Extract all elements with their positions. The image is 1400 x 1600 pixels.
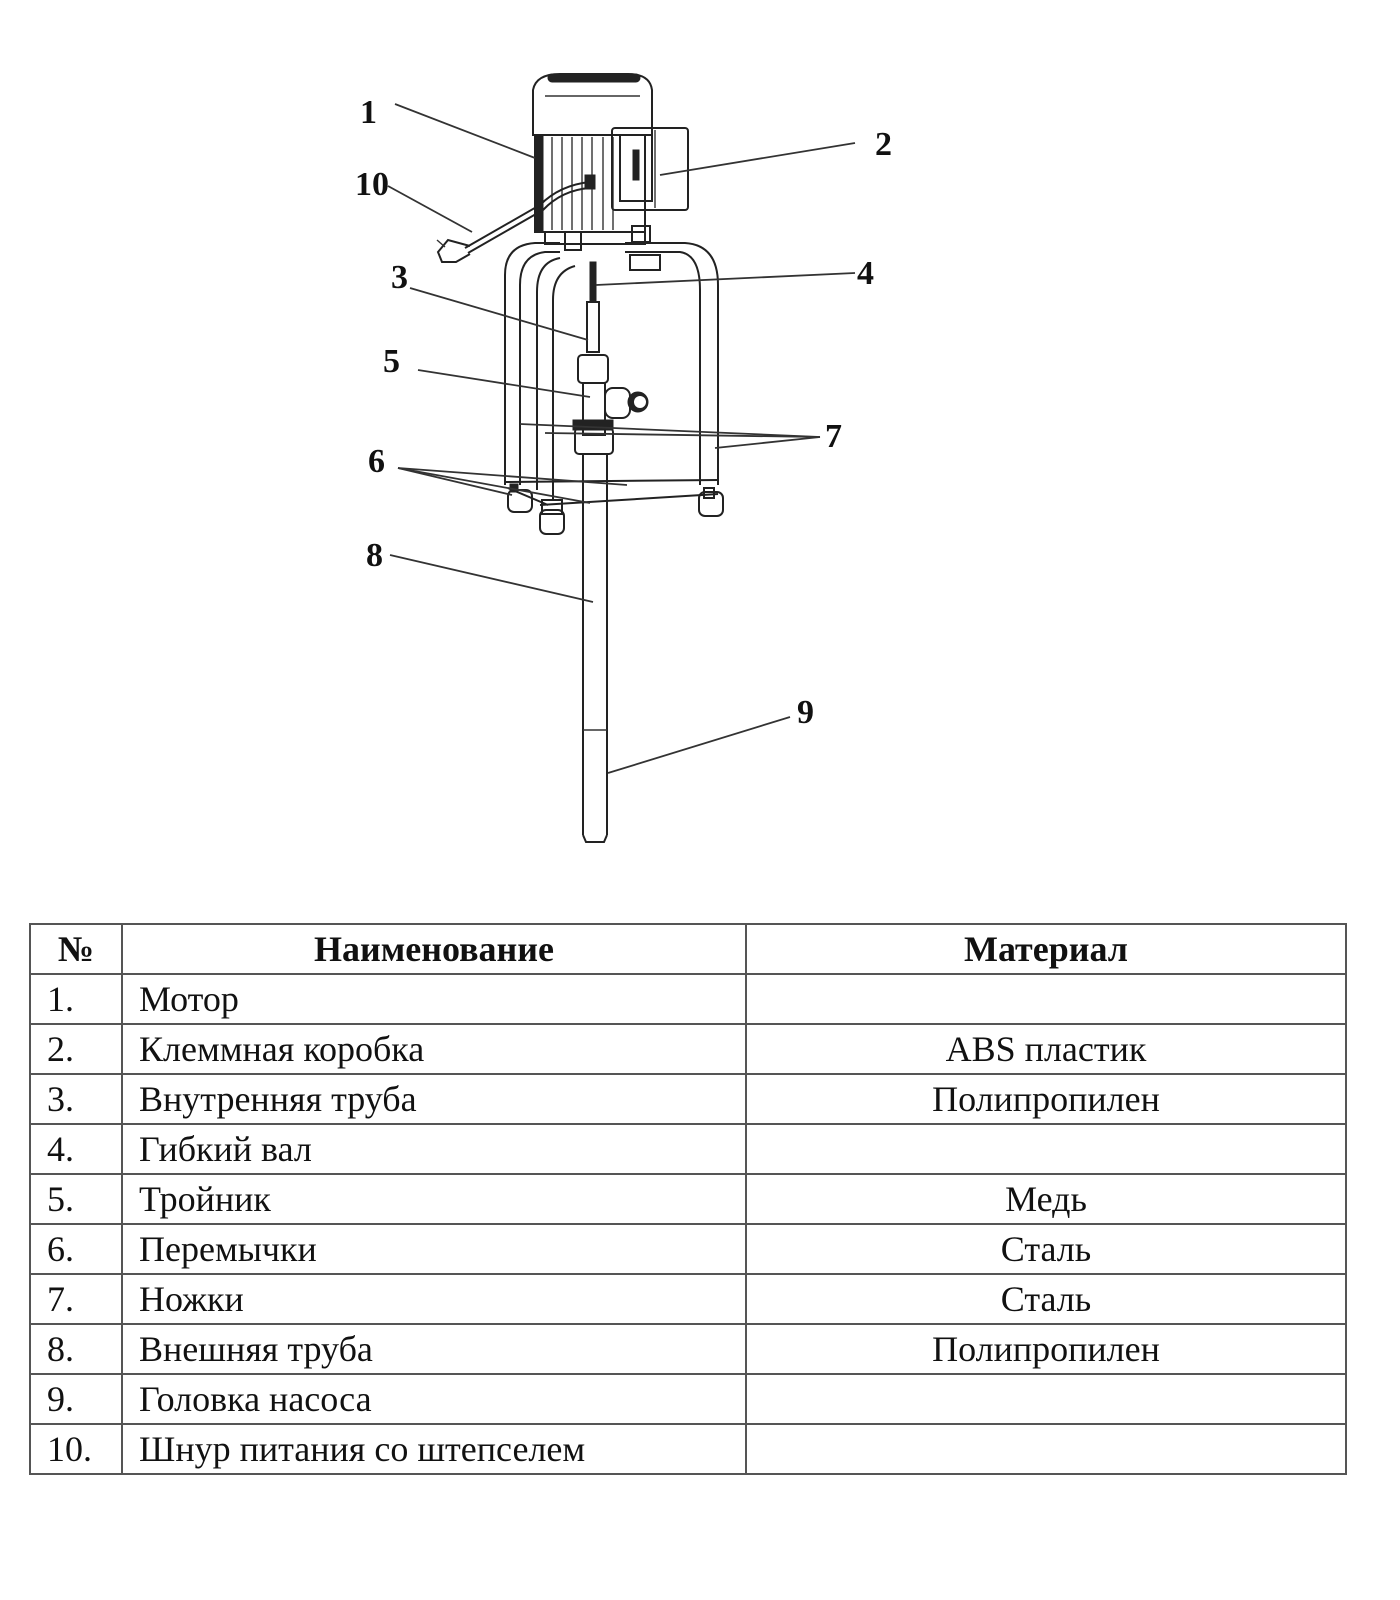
callout-4: 4 [857, 255, 874, 292]
row-number: 9. [29, 1373, 123, 1425]
row-number: 10. [29, 1423, 123, 1475]
part-material: Полипропилен [745, 1323, 1347, 1375]
part-name: Перемычки [121, 1223, 747, 1275]
row-number: 6. [29, 1223, 123, 1275]
part-material: Медь [745, 1173, 1347, 1225]
callout-2: 2 [875, 126, 892, 163]
part-material [745, 1123, 1347, 1175]
part-name: Клеммная коробка [121, 1023, 747, 1075]
row-number: 2. [29, 1023, 123, 1075]
part-material: ABS пластик [745, 1023, 1347, 1075]
callout-1: 1 [360, 94, 377, 131]
part-name: Мотор [121, 973, 747, 1025]
table-row: 1.Мотор [29, 973, 1347, 1025]
stand-legs [504, 242, 724, 535]
callout-5: 5 [383, 343, 400, 380]
part-name: Ножки [121, 1273, 747, 1325]
outer-pipe [582, 454, 608, 843]
table-row: 10.Шнур питания со штепселем [29, 1423, 1347, 1475]
part-material [745, 1373, 1347, 1425]
motor [532, 73, 653, 251]
header-number: № [29, 923, 123, 975]
tee-fitting [572, 354, 649, 455]
row-number: 4. [29, 1123, 123, 1175]
leader-lines [387, 103, 856, 774]
pump-assembly-diagram: 1 2 3 4 5 6 7 8 9 10 [355, 73, 892, 843]
flexible-shaft [586, 261, 600, 353]
part-name: Внутренняя труба [121, 1073, 747, 1125]
part-material: Полипропилен [745, 1073, 1347, 1125]
part-name: Гибкий вал [121, 1123, 747, 1175]
power-cord [436, 181, 591, 263]
callout-9: 9 [797, 694, 814, 731]
part-material: Сталь [745, 1223, 1347, 1275]
header-material: Материал [745, 923, 1347, 975]
terminal-box [611, 127, 689, 211]
callout-10: 10 [355, 166, 389, 203]
part-name: Шнур питания со штепселем [121, 1423, 747, 1475]
table-row: 4.Гибкий вал [29, 1123, 1347, 1175]
part-material [745, 1423, 1347, 1475]
callout-8: 8 [366, 537, 383, 574]
callout-6: 6 [368, 443, 385, 480]
header-name: Наименование [121, 923, 747, 975]
row-number: 5. [29, 1173, 123, 1225]
part-name: Тройник [121, 1173, 747, 1225]
callout-7: 7 [825, 418, 842, 455]
row-number: 7. [29, 1273, 123, 1325]
part-name: Внешняя труба [121, 1323, 747, 1375]
part-material: Сталь [745, 1273, 1347, 1325]
row-number: 1. [29, 973, 123, 1025]
table-header-row: № Наименование Материал [29, 923, 1347, 975]
part-material [745, 973, 1347, 1025]
row-number: 3. [29, 1073, 123, 1125]
callout-3: 3 [391, 259, 408, 296]
part-name: Головка насоса [121, 1373, 747, 1425]
row-number: 8. [29, 1323, 123, 1375]
table-row: 9.Головка насоса [29, 1373, 1347, 1425]
